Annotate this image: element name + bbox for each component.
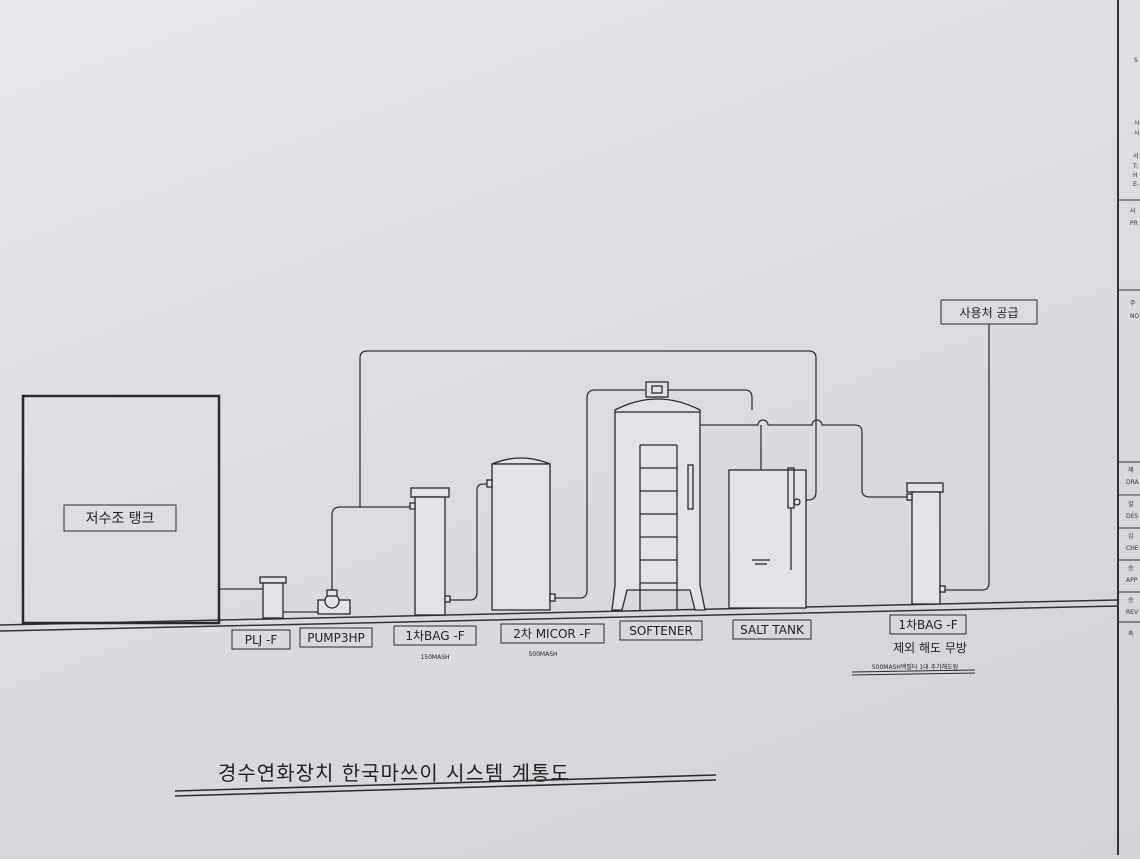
note-optional: 제외 해도 무방 <box>893 641 967 655</box>
sub-micron-filter: 500MASH <box>528 651 557 658</box>
tb-cell: 심 <box>1128 532 1134 540</box>
tb-cell: 서 <box>1133 152 1139 160</box>
note-optional-sub: 500MASH백필터 1대 추가해도됨 <box>872 663 958 671</box>
tb-cell: E- <box>1133 181 1139 188</box>
supply-label: 사용처 공급 <box>959 306 1018 320</box>
sub-bag-filter-1: 150MASH <box>420 654 449 661</box>
label-micron-filter: 2차 MICOR -F <box>513 627 591 641</box>
label-softener: SOFTENER <box>629 624 693 638</box>
tb-cell: PR <box>1130 220 1138 227</box>
bag-filter-final <box>906 482 946 605</box>
label-plj-filter: PLJ -F <box>245 633 278 647</box>
title-underline <box>174 774 717 797</box>
tb-cell: NO <box>1130 313 1139 320</box>
tb-cell: H <box>1133 172 1138 179</box>
piping <box>219 324 990 613</box>
tb-cell: 설 <box>1128 500 1134 508</box>
tb-cell: 축 <box>1128 630 1134 638</box>
tb-cell: DRA <box>1126 479 1140 486</box>
bag-filter-1 <box>409 487 451 616</box>
tb-cell: 사 <box>1134 119 1140 127</box>
tb-cell: 승 <box>1128 597 1134 604</box>
tb-cell: 사 <box>1130 207 1136 215</box>
title-block <box>1117 0 1140 855</box>
reservoir-label: 저수조 탱크 <box>86 511 155 527</box>
tb-cell: 제 <box>1128 466 1134 474</box>
tb-cell: DES <box>1126 513 1138 520</box>
pump-3hp <box>317 589 351 615</box>
title-block-text: S 사 사 서 T: H E- 사 PR 주 NO 제 DRA 설 DES 심 … <box>1126 57 1140 638</box>
label-pump: PUMP3HP <box>307 631 365 645</box>
equipment-labels <box>231 614 967 650</box>
note-underline <box>851 669 976 676</box>
tb-cell: CHE <box>1126 545 1139 552</box>
tb-cell: S <box>1134 57 1138 64</box>
tb-cell: 승 <box>1128 565 1134 572</box>
label-bag-filter-final: 1차BAG -F <box>898 618 957 632</box>
micron-filter <box>486 457 556 611</box>
salt-tank <box>728 467 807 609</box>
reservoir-tank: 저수조 탱크 <box>21 394 221 625</box>
supply-box: 사용처 공급 <box>940 299 1038 325</box>
tb-cell: 사 <box>1134 129 1140 137</box>
tb-cell: APP <box>1126 577 1138 584</box>
label-bag-filter-1: 1차BAG -F <box>405 629 464 643</box>
tb-cell: REV <box>1126 609 1139 616</box>
softener-tank <box>611 381 706 611</box>
plj-filter <box>259 576 287 619</box>
tb-cell: T: <box>1132 163 1138 170</box>
tb-cell: 주 <box>1130 300 1136 307</box>
label-salt-tank: SALT TANK <box>740 623 805 637</box>
